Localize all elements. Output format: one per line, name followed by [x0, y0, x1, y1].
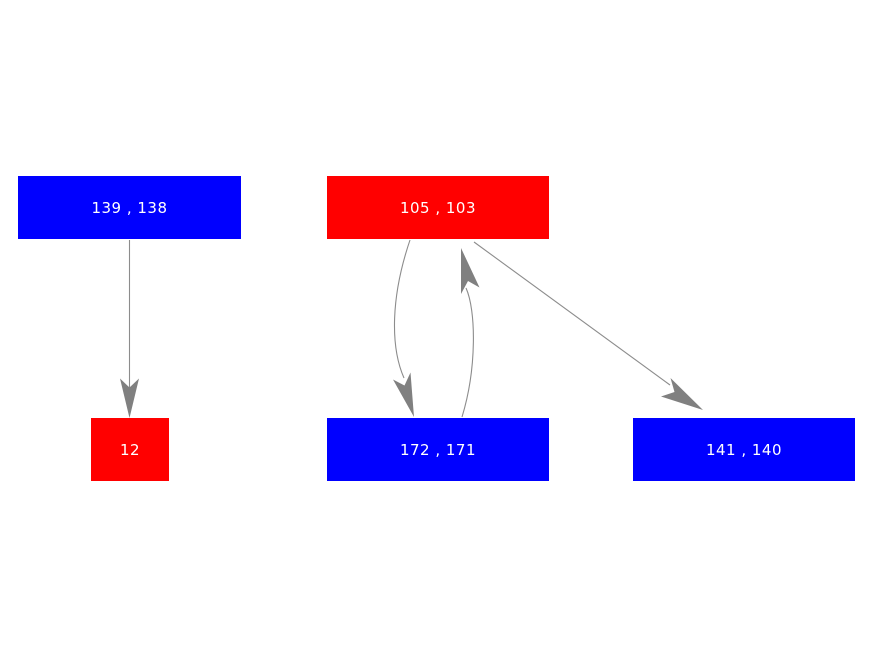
node-label: 12	[119, 440, 141, 459]
edge-139-to-12	[120, 240, 139, 418]
arrowhead-diagonal	[661, 378, 703, 410]
graph-node-141-140[interactable]: 141 , 140	[633, 418, 855, 481]
edge-line	[473, 241, 671, 386]
arrowhead-down	[393, 372, 414, 417]
node-label: 139 , 138	[91, 198, 168, 217]
node-label: 172 , 171	[399, 440, 477, 459]
edge-105-to-141	[473, 241, 703, 410]
graph-node-105-103[interactable]: 105 , 103	[327, 176, 549, 239]
node-label: 105 , 103	[399, 198, 477, 217]
graph-node-12[interactable]: 12	[91, 418, 169, 481]
graph-node-139-138[interactable]: 139 , 138	[18, 176, 241, 239]
arrowhead-down	[120, 378, 139, 418]
node-label: 141 , 140	[705, 440, 783, 459]
edge-line	[393, 239, 411, 379]
graph-node-172-171[interactable]: 172 , 171	[327, 418, 549, 481]
edge-172-to-105	[461, 248, 480, 418]
edge-line	[461, 287, 474, 418]
edge-105-to-172	[393, 239, 414, 417]
arrowhead-up	[461, 248, 480, 294]
